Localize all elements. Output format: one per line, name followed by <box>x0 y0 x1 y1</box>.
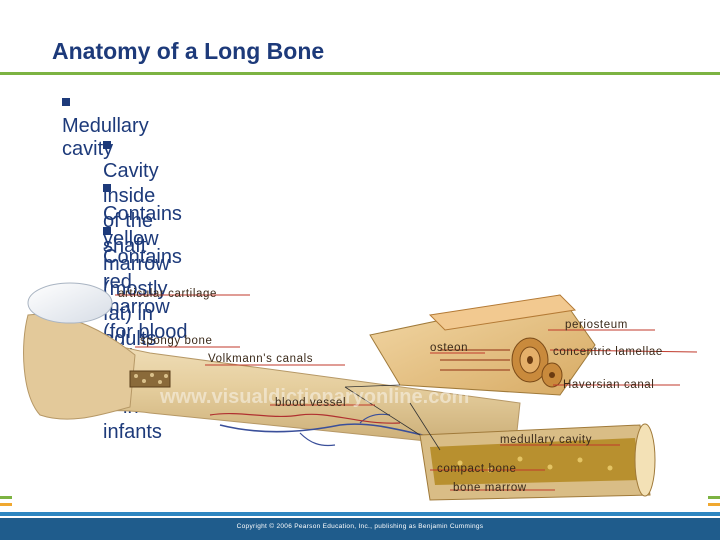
spongy-bone-texture <box>134 373 168 384</box>
label-haversian-canal: Haversian canal <box>563 379 655 391</box>
osteon-cylinders <box>440 337 563 388</box>
label-concentric-lamellae: concentric lamellae <box>553 346 663 358</box>
label-periosteum: periosteum <box>565 319 628 331</box>
bullet-square <box>62 97 70 106</box>
periosteum-layer <box>428 294 577 331</box>
label-articular-cartilage: articular cartilage <box>118 288 217 300</box>
bone-epiphysis <box>23 313 136 420</box>
corner-accent-right <box>708 496 720 499</box>
page-title: Anatomy of a Long Bone <box>52 38 325 64</box>
bone-illustration: www.visualdictionaryonline.com articular… <box>0 275 720 510</box>
leader-lines <box>115 294 698 491</box>
vessel-red <box>209 412 401 424</box>
medullary-cavity-shape <box>430 438 640 485</box>
corner-accent-right-2 <box>708 503 720 506</box>
bone-drawing: www.visualdictionaryonline.com <box>23 282 698 501</box>
label-osteon: osteon <box>430 342 469 354</box>
label-volkmanns-canals: Volkmann's canals <box>208 353 314 365</box>
bullet-text: Medullary cavity <box>62 115 149 160</box>
footer-stripe <box>0 512 720 516</box>
spongy-bone-window <box>129 370 171 388</box>
label-medullary-cavity: medullary cavity <box>500 434 593 446</box>
footer-bar <box>0 518 720 540</box>
label-compact-bone: compact bone <box>437 463 517 475</box>
watermark-text: www.visualdictionaryonline.com <box>159 386 469 408</box>
corner-accent-left <box>0 496 12 499</box>
bullet-square <box>103 183 111 192</box>
corner-accent-left-2 <box>0 503 12 506</box>
label-blood-vessel: blood vessel <box>275 397 347 409</box>
articular-cartilage-shape <box>27 282 113 324</box>
title-rule <box>0 72 720 75</box>
bullet-level1: Medullary cavity <box>62 92 149 161</box>
sub-bullet: Cavity inside of the shaft <box>103 134 159 259</box>
zoom-connector <box>344 384 441 451</box>
label-spongy-bone: spongy bone <box>140 335 213 347</box>
bullet-square <box>103 226 111 235</box>
bullet-square <box>103 140 111 149</box>
label-bone-marrow: bone marrow <box>453 482 527 494</box>
copyright-text: Copyright © 2006 Pearson Education, Inc.… <box>236 523 484 530</box>
bullet-text: Cavity inside of the shaft <box>103 160 159 257</box>
segment-end <box>634 423 656 497</box>
